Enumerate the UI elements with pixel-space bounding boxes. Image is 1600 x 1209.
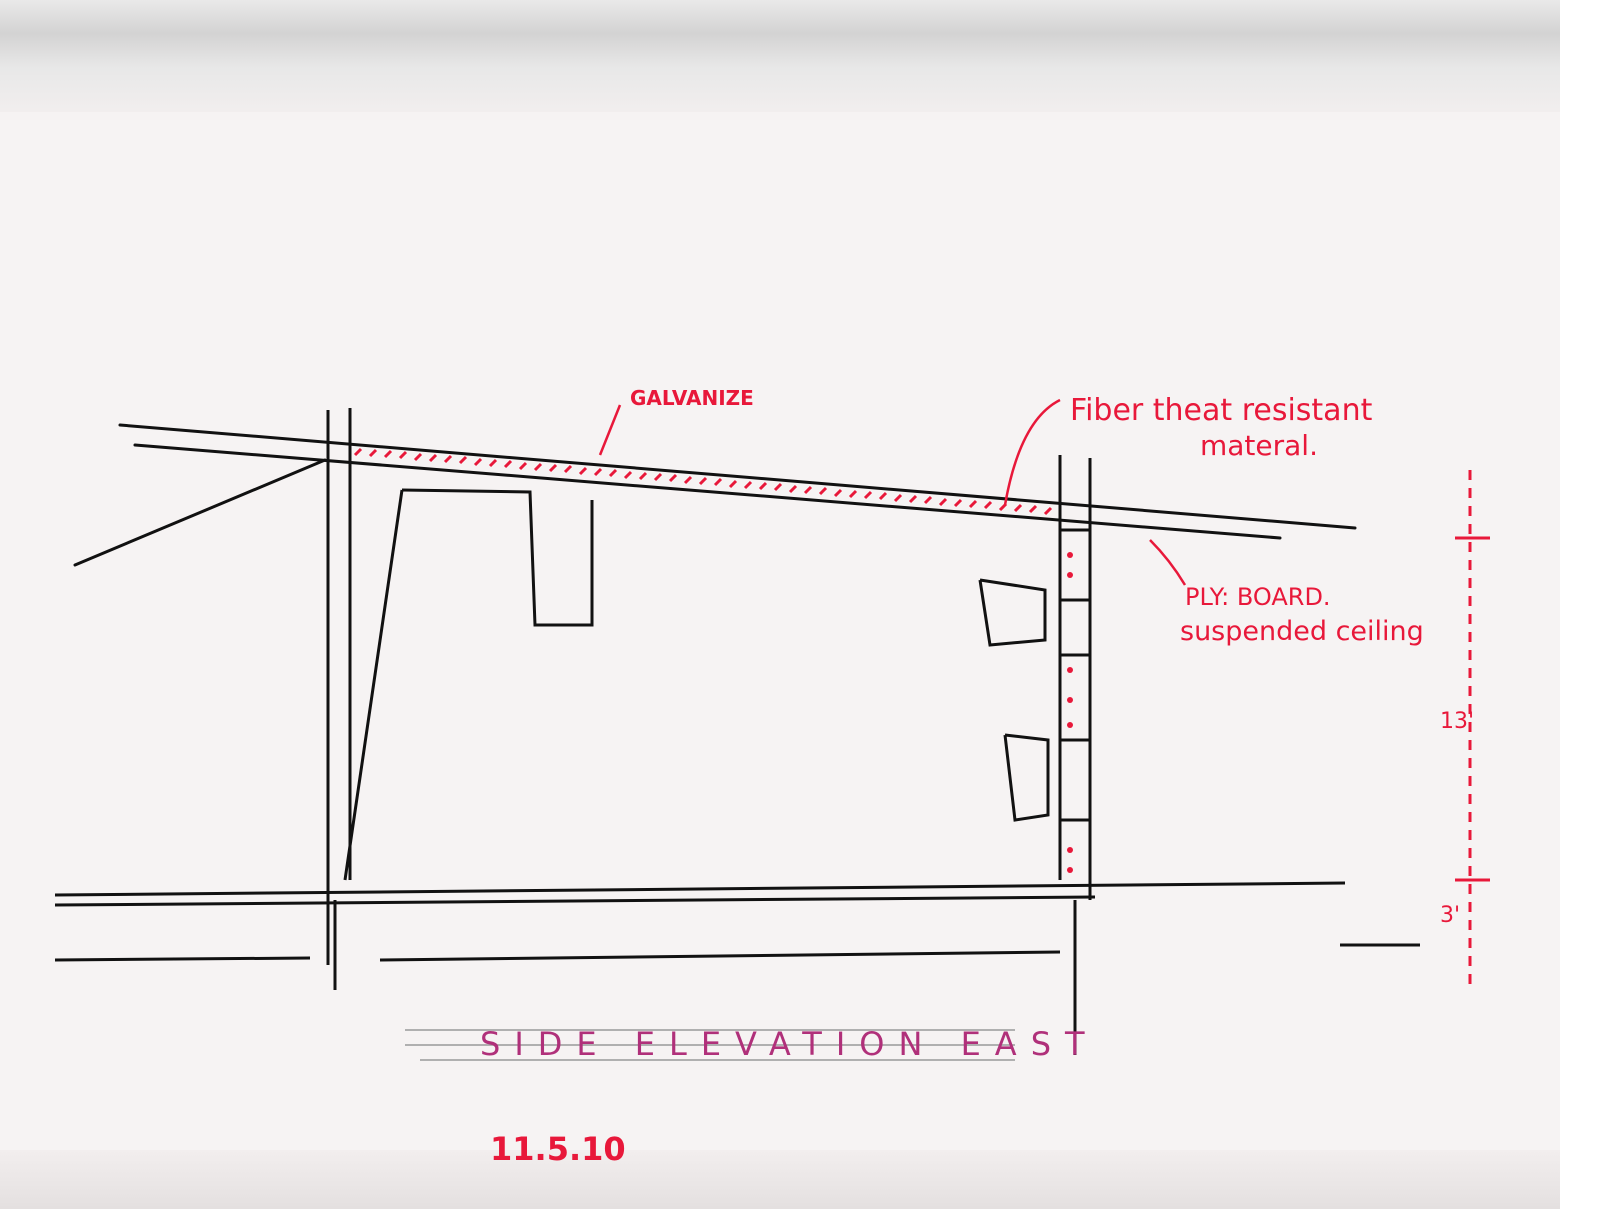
ply-label-line2: suspended ceiling — [1180, 616, 1424, 647]
fiber-label-line2: materal. — [1200, 429, 1318, 462]
roof-top-line — [118, 423, 1357, 530]
floor-top — [54, 881, 1346, 897]
brace-line — [343, 489, 404, 881]
fiber-arrow — [1003, 398, 1061, 506]
drawing-title: SIDE ELEVATION EAST — [480, 1025, 1099, 1063]
ply-arrow — [1149, 539, 1187, 586]
beam-profile — [401, 488, 594, 627]
window-shade-upper — [978, 578, 1047, 647]
fiber-label-line1: Fiber theat resistant — [1070, 393, 1373, 428]
scan-margin — [1560, 0, 1600, 1209]
leader-arrows — [598, 398, 1187, 586]
galvanize-arrow — [598, 404, 622, 456]
roof-bottom-line — [133, 443, 1282, 540]
ground-left — [54, 956, 311, 962]
dimension-label-upper: 13' — [1440, 709, 1474, 734]
floor-lines — [54, 881, 1420, 1055]
tape-strip — [0, 0, 1560, 112]
wall-dots — [1067, 552, 1073, 873]
paper-bottom-edge — [0, 1150, 1560, 1209]
drawing-date: 11.5.10 — [490, 1130, 626, 1168]
dimension-label-lower: 3' — [1440, 903, 1460, 928]
left-column — [326, 408, 594, 965]
dimension-line — [1455, 470, 1490, 990]
ply-label-line1: PLY: BOARD. — [1185, 583, 1331, 611]
ground-mid — [379, 950, 1061, 962]
floor-bottom — [54, 895, 1096, 907]
right-wall — [978, 455, 1092, 900]
eave-strut — [73, 458, 327, 567]
galvanize-label: GALVANIZE — [630, 386, 754, 410]
galvanize-hatching — [353, 447, 1053, 516]
title-guidelines — [405, 1029, 1015, 1061]
roof-lines — [73, 423, 1357, 567]
window-shade-lower — [1003, 733, 1050, 822]
